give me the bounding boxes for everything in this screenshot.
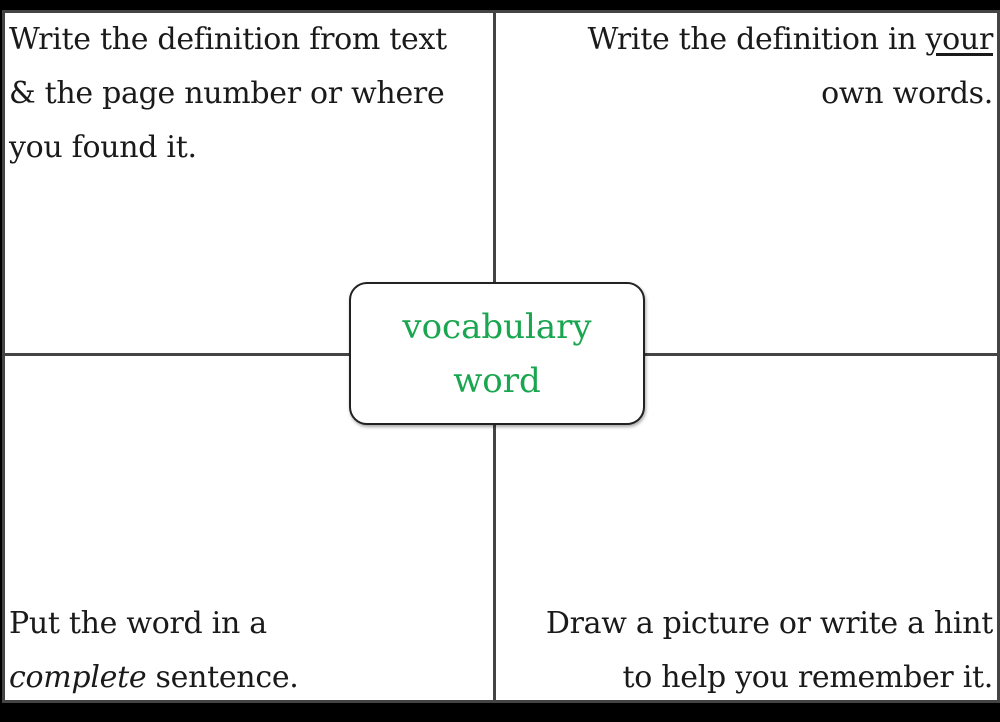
instruction-line: & the page number or where [9,76,445,111]
instruction-line: own words. [821,76,993,111]
quadrant-bottom-left-instructions: Put the word in a complete sentence. [9,597,489,705]
center-label-line1: vocabulary [402,306,592,347]
instruction-line: you found it. [9,130,197,165]
instruction-line: complete sentence. [9,651,489,705]
instruction-text: sentence. [146,660,299,695]
instruction-line: to help you remember it. [622,660,994,695]
underlined-emphasis: your [925,22,994,57]
instruction-line: Write the definition in your [503,13,994,67]
instruction-line: Put the word in a [9,606,267,641]
quadrant-bottom-right-instructions: Draw a picture or write a hint to help y… [498,597,993,705]
instruction-line: Draw a picture or write a hint [545,606,993,641]
center-label-line2: word [453,360,541,401]
instruction-text: Write the definition in [587,22,926,57]
frayer-model-sheet: Write the definition from text & the pag… [2,10,1000,703]
instruction-line: Write the definition from text [9,22,447,57]
italic-emphasis: complete [9,660,147,695]
vocabulary-word-box: vocabulary word [349,282,645,425]
quadrant-top-left-instructions: Write the definition from text & the pag… [9,13,489,175]
quadrant-top-right-instructions: Write the definition in your own words. [503,13,994,121]
